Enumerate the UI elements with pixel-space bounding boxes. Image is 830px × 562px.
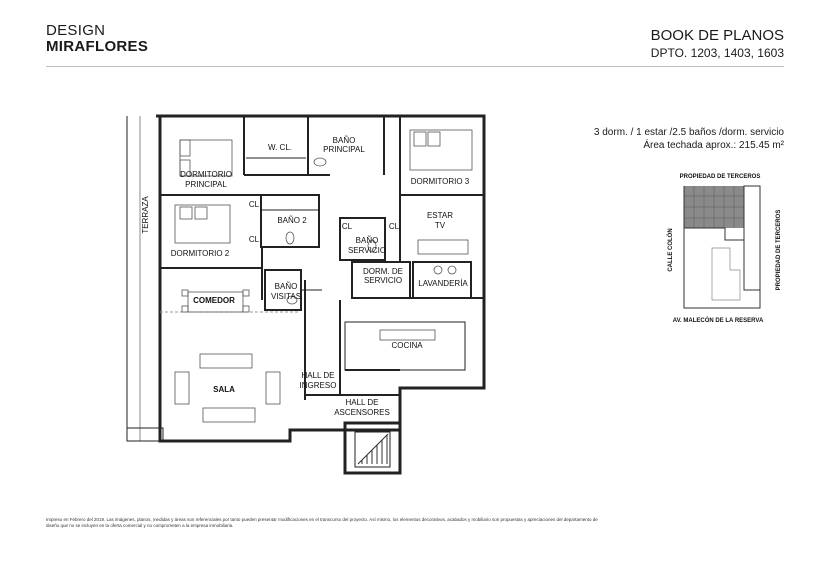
label-dorm-principal-2: PRINCIPAL [185,180,227,189]
label-dorm-servicio-2: SERVICIO [364,276,402,285]
keyplan-left-label: CALLE COLÓN [666,228,674,271]
label-cocina: COCINA [391,341,423,350]
label-comedor: COMEDOR [193,296,235,305]
unit-specs: 3 dorm. / 1 estar /2.5 baños /dorm. serv… [594,126,784,152]
label-hall-ascensores-1: HALL DE [345,398,378,407]
label-bano-servicio-1: BAÑO [356,236,379,245]
label-bano-visitas-2: VISITAS [271,292,301,301]
armchair-icon [174,371,190,405]
toilet-icon [367,239,377,253]
kitchen-island-icon [379,329,436,341]
brand-line-2: MIRAFLORES [46,38,149,55]
washer-icon [433,265,443,275]
keyplan-right-label: PROPIEDAD DE TERCEROS [776,210,782,291]
keyplan-top-label: PROPIEDAD DE TERCEROS [680,174,761,180]
specs-rooms: 3 dorm. / 1 estar /2.5 baños /dorm. serv… [593,127,784,138]
key-plan: PROPIEDAD DE TERCEROS CALLE COLÓN PROPIE… [666,174,782,324]
bed-icon [179,139,233,177]
label-cl-d: CL [389,222,400,231]
bed-icon [174,204,231,244]
label-hall-ingreso-2: INGRESO [300,381,337,390]
bed-icon [409,129,473,171]
label-estar-1: ESTAR [427,211,453,220]
book-title: BOOK DE PLANOS [650,27,784,44]
label-bano-servicio-2: SERVICIO [348,246,386,255]
label-hall-ascensores-2: ASCENSORES [334,408,390,417]
label-cl-c: CL [342,222,353,231]
keyplan-bottom-label: AV. MALECÓN DE LA RESERVA [673,316,764,324]
dining-table-icon [187,291,244,313]
label-bano2: BAÑO 2 [277,216,307,225]
label-bano-principal-1: BAÑO [333,136,356,145]
disclaimer: Impreso en Febrero del 2019. Las imágene… [46,517,598,528]
sofa-icon [199,353,253,369]
label-bano-principal-2: PRINCIPAL [323,145,365,154]
toilet-icon [285,231,295,245]
label-lavanderia: LAVANDERÍA [418,279,468,288]
label-wcl: W. CL. [268,143,292,152]
armchair-icon [265,371,281,405]
label-cl-b: CL [249,235,260,244]
label-dorm-principal-1: DORMITORIO [180,170,232,179]
label-dorm-servicio-1: DORM. DE [363,267,403,276]
toilet-icon [286,295,298,305]
specs-area: Área techada aprox.: 215.45 m² [643,140,784,151]
label-sala: SALA [213,385,235,394]
label-estar-2: TV [435,221,446,230]
sofa-icon [202,407,256,423]
label-dorm2: DORMITORIO 2 [171,249,230,258]
header-rule [46,66,784,67]
washer-icon [447,265,457,275]
brand-line-1: DESIGN [46,22,106,39]
label-cl-a: CL [249,200,260,209]
label-terraza: TERRAZA [141,196,150,234]
sofa-icon [417,239,469,255]
elevator-shaft [343,421,402,475]
unit-numbers: DPTO. 1203, 1403, 1603 [650,46,784,60]
label-hall-ingreso-1: HALL DE [301,371,334,380]
terrace-bottom [126,427,164,442]
toilet-icon [313,157,327,167]
label-dorm3: DORMITORIO 3 [411,177,470,186]
label-bano-visitas-1: BAÑO [275,282,298,291]
